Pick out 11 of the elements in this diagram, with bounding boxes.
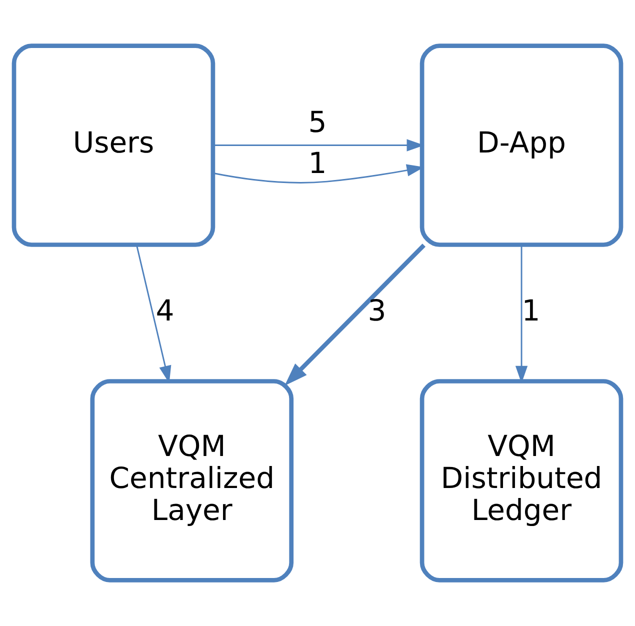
edge-label: 1 (308, 146, 327, 180)
node-box: D-App (420, 44, 624, 247)
edge-label: 1 (522, 293, 540, 328)
node-box: VQM Distributed Ledger (420, 379, 624, 582)
node-box: VQM Centralized Layer (90, 379, 294, 582)
edge-label: 4 (156, 293, 174, 328)
arrow (213, 139, 424, 152)
edge-label: 3 (368, 293, 386, 328)
arrow (284, 244, 426, 386)
edge-label: 5 (308, 105, 327, 140)
node-box: Users (12, 44, 216, 247)
